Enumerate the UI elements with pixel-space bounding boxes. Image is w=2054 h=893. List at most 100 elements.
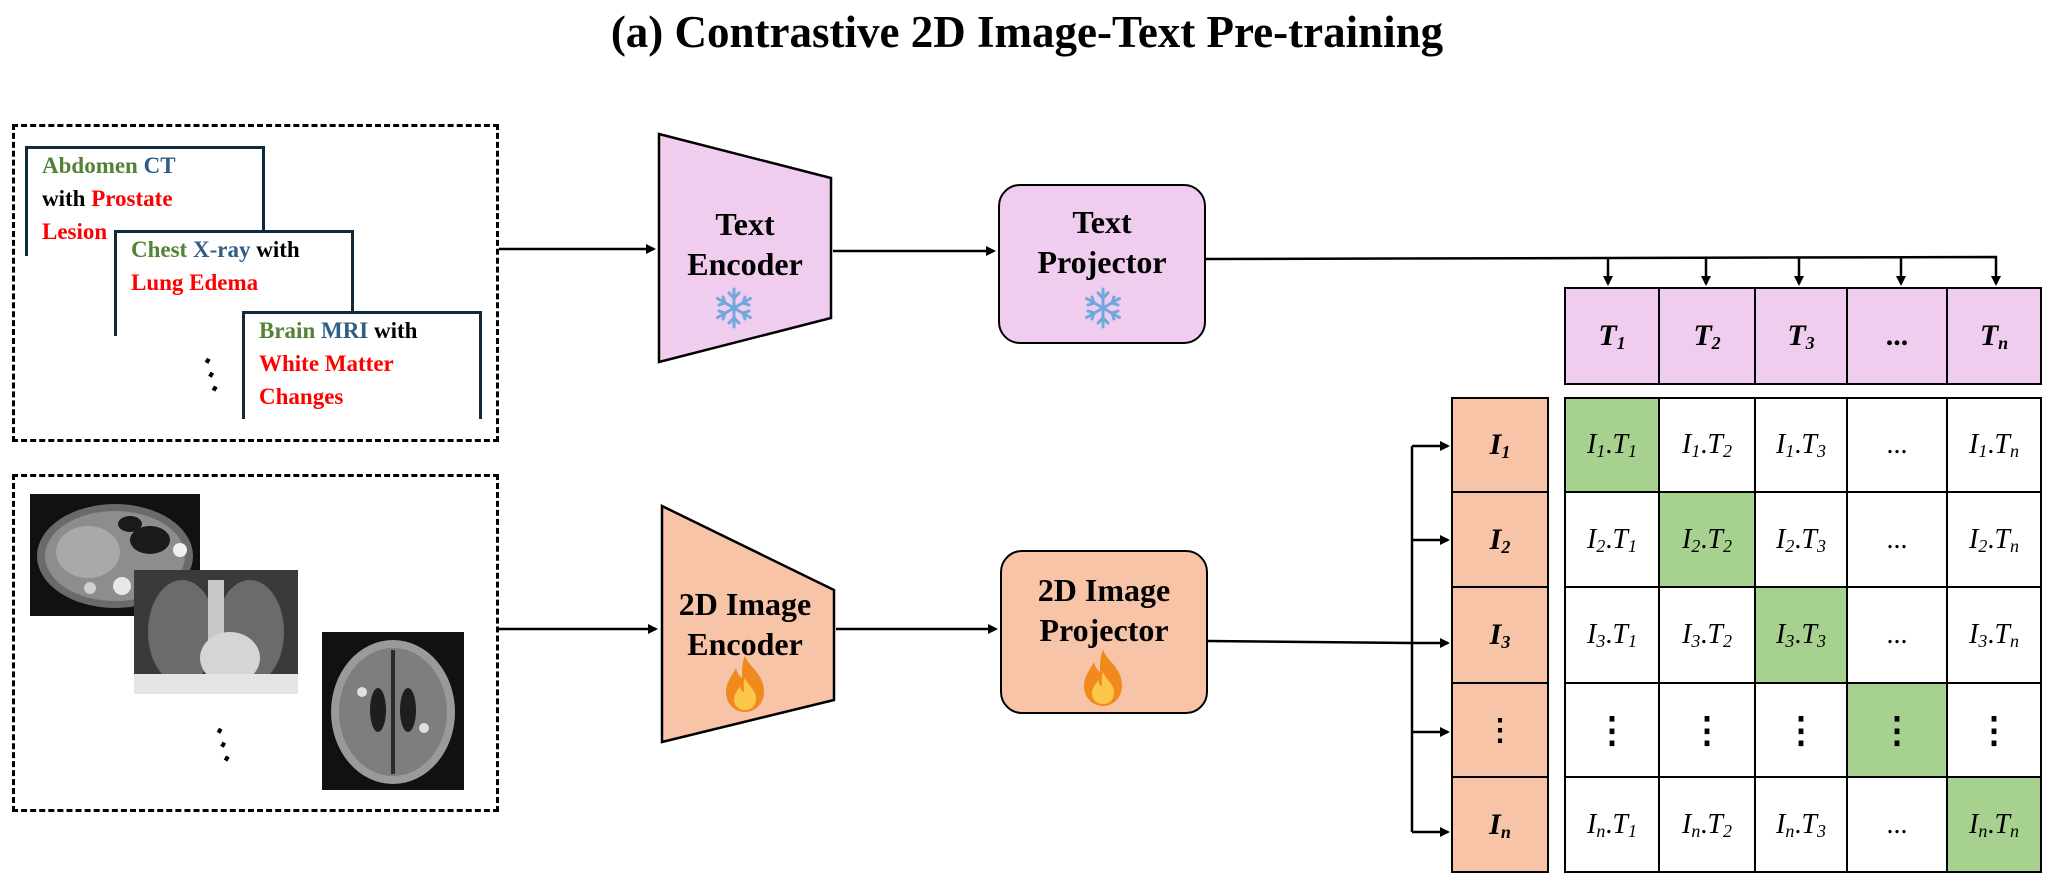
snowflake-icon	[1081, 286, 1125, 335]
report-text-run: Brain	[259, 318, 316, 343]
matrix-cell: ⋮	[1754, 682, 1848, 778]
token-base: ⋮	[1485, 713, 1515, 747]
flame-icon	[1078, 648, 1128, 713]
cell-text: ...	[1886, 808, 1908, 840]
text-reports-group	[12, 124, 499, 442]
token-base: I	[1969, 808, 1979, 840]
token-base: I	[1587, 523, 1597, 555]
dot-operator: .	[1987, 523, 1995, 555]
token-subscript: 1	[1501, 442, 1511, 462]
token-base: T	[1612, 523, 1628, 555]
image-token-header: I2	[1451, 491, 1549, 588]
token-subscript: 1	[1627, 631, 1637, 651]
matrix-cell: ...	[1846, 586, 1948, 684]
token-base: I	[1776, 429, 1786, 460]
text-encoder-shape	[657, 132, 833, 364]
token-subscript: 1	[1627, 535, 1637, 556]
token-subscript: 2	[1722, 631, 1732, 651]
matrix-cell: ...	[1846, 397, 1948, 493]
token-base: T	[1994, 619, 2010, 650]
report-text-run: Chest	[131, 237, 188, 262]
report-text-run: X-ray	[192, 237, 251, 262]
cell-text: ⋮	[1594, 710, 1630, 750]
token-base: T	[1598, 319, 1617, 352]
report-line: White Matter	[259, 347, 469, 380]
token-base: T	[1801, 429, 1817, 460]
token-subscript: 3	[1978, 631, 1988, 651]
token-subscript: 2	[1722, 535, 1732, 556]
matrix-cell: I2.T3	[1754, 491, 1848, 588]
text-token-header: T1	[1564, 287, 1660, 385]
token-subscript: 3	[1805, 333, 1815, 353]
token-subscript: n	[2009, 631, 2019, 651]
matrix-cell-positive: ⋮	[1846, 682, 1948, 778]
image-token-header: In	[1451, 776, 1549, 873]
report-line: Chest X-ray with	[131, 233, 341, 266]
token-base: T	[1612, 808, 1628, 840]
matrix-cell: In.T1	[1564, 776, 1660, 873]
token-subscript: 3	[1596, 631, 1606, 651]
mri-drawing	[331, 640, 455, 784]
token-subscript: n	[1998, 333, 2009, 353]
token-subscript: n	[2009, 820, 2019, 841]
token-base: T	[1994, 808, 2010, 840]
dot-operator: .	[1605, 429, 1613, 460]
dot-operator: .	[1794, 523, 1802, 555]
cell-text: ⋮	[1783, 710, 1819, 750]
report-text-run: Abdomen	[42, 153, 138, 178]
report-card-brain: Brain MRI with White Matter Changes	[242, 311, 482, 419]
report-text-run: MRI	[320, 318, 369, 343]
report-text-run: with	[368, 318, 418, 343]
token-base: T	[1801, 523, 1817, 555]
report-text-run: Lesion	[42, 219, 108, 244]
token-subscript: 3	[1816, 535, 1826, 556]
matrix-cell: I3.T1	[1564, 586, 1660, 684]
brain-mri-image	[322, 632, 464, 790]
token-base: I	[1489, 522, 1502, 556]
token-base: T	[1707, 523, 1723, 555]
token-subscript: 1	[1616, 333, 1626, 353]
token-subscript: 2	[1691, 535, 1701, 556]
image-token-header: ⋮	[1451, 682, 1549, 778]
chest-xray-image	[134, 570, 298, 694]
matrix-cell: ...	[1846, 491, 1948, 588]
token-base: T	[1979, 319, 1999, 352]
report-text-run: with	[250, 237, 300, 262]
flame-icon	[720, 654, 770, 719]
figure-title: (a) Contrastive 2D Image-Text Pre-traini…	[610, 7, 1444, 57]
cell-text: ...	[1886, 523, 1908, 555]
token-base: I	[1489, 618, 1502, 651]
token-subscript: 2	[1501, 536, 1511, 557]
dot-operator: .	[1605, 808, 1613, 840]
token-base: T	[1707, 429, 1723, 460]
report-text-run: Prostate	[91, 186, 173, 211]
arrow-image-projector-to-tokens	[1207, 639, 1413, 645]
report-text-run: White Matter	[259, 351, 394, 376]
image-token-header: I1	[1451, 397, 1549, 493]
token-base: T	[1787, 319, 1806, 352]
report-line: Lung Edema	[131, 266, 341, 299]
token-subscript: n	[1500, 821, 1511, 842]
token-base: I	[1969, 429, 1979, 460]
matrix-cell-positive: In.Tn	[1946, 776, 2042, 873]
token-base: T	[1693, 319, 1712, 352]
cell-text: ⋮	[1879, 710, 1915, 750]
token-subscript: 1	[1596, 441, 1606, 461]
matrix-cell: I3.Tn	[1946, 586, 2042, 684]
image-encoder-label: 2D Image Encoder	[678, 586, 812, 662]
report-line: Brain MRI with	[259, 314, 469, 347]
report-text-run: Lung Edema	[131, 270, 259, 295]
text-projector-label: Text Projector	[1037, 204, 1167, 280]
report-line: Changes	[259, 380, 469, 413]
dot-operator: .	[1700, 523, 1708, 555]
report-line: with Prostate	[42, 182, 252, 215]
token-subscript: n	[1691, 820, 1701, 841]
report-text-run: Changes	[259, 384, 344, 409]
token-subscript: n	[2009, 441, 2019, 461]
token-subscript: 2	[1722, 820, 1732, 841]
token-subscript: 3	[1816, 820, 1826, 841]
token-base: ...	[1885, 319, 1909, 352]
matrix-cell: I2.Tn	[1946, 491, 2042, 588]
token-subscript: 3	[1691, 631, 1701, 651]
